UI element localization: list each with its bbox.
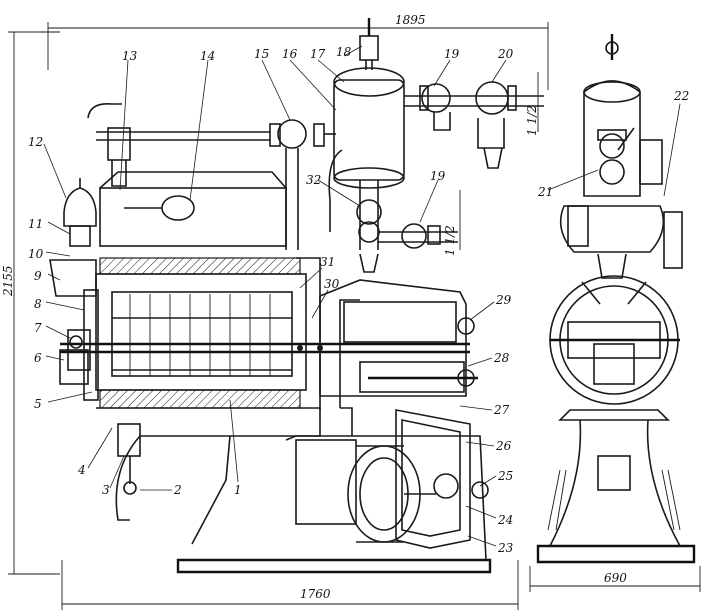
drum-ribs — [129, 294, 271, 376]
callout-30: 30 — [324, 277, 340, 291]
callout-25: 25 — [497, 469, 513, 483]
side-view — [49, 18, 544, 574]
callout-1: 1 — [234, 483, 242, 497]
callout-23: 23 — [497, 541, 514, 555]
callout-5: 5 — [34, 397, 42, 411]
end-fins — [547, 469, 681, 531]
callout-leaders — [43, 45, 681, 547]
callout-31: 31 — [320, 255, 335, 269]
callout-11: 11 — [28, 217, 43, 231]
callout-8: 8 — [34, 297, 42, 311]
callout-7: 7 — [34, 321, 42, 335]
callout-9: 9 — [34, 269, 42, 283]
end-view — [536, 34, 696, 564]
callout-16: 16 — [282, 47, 298, 61]
callout-21: 21 — [537, 185, 553, 199]
dimension-pipe-mid: 1 1/2 — [443, 225, 457, 256]
callout-10: 10 — [28, 247, 44, 261]
callout-15: 15 — [254, 47, 269, 61]
dimension-lines — [8, 22, 701, 610]
callout-19-top: 19 — [444, 47, 460, 61]
callout-20: 20 — [497, 47, 514, 61]
callout-4: 4 — [77, 463, 86, 477]
dimension-bottom-width: 1760 — [300, 587, 331, 601]
callout-3: 3 — [102, 483, 110, 497]
callout-27: 27 — [493, 403, 510, 417]
callout-13: 13 — [122, 49, 138, 63]
callout-32: 32 — [306, 173, 321, 187]
dimension-overall-height: 2155 — [1, 265, 15, 297]
callout-17: 17 — [310, 47, 326, 61]
callout-19-lower: 19 — [430, 169, 446, 183]
dimension-top-width: 1895 — [395, 13, 426, 27]
dimension-pipe-top: 1 1/2 — [525, 105, 539, 136]
callout-24: 24 — [497, 513, 513, 527]
callout-14: 14 — [200, 49, 215, 63]
callout-26: 26 — [495, 439, 512, 453]
callout-12: 12 — [28, 135, 43, 149]
callout-6: 6 — [34, 351, 42, 365]
callout-labels: 1 2 3 4 5 6 7 8 9 10 11 12 13 14 15 16 1… — [28, 45, 689, 555]
callout-29: 29 — [495, 293, 512, 307]
callout-2: 2 — [173, 483, 182, 497]
callout-18: 18 — [336, 45, 352, 59]
callout-22: 22 — [673, 89, 689, 103]
callout-28: 28 — [493, 351, 510, 365]
dimension-end-width: 690 — [604, 571, 627, 585]
